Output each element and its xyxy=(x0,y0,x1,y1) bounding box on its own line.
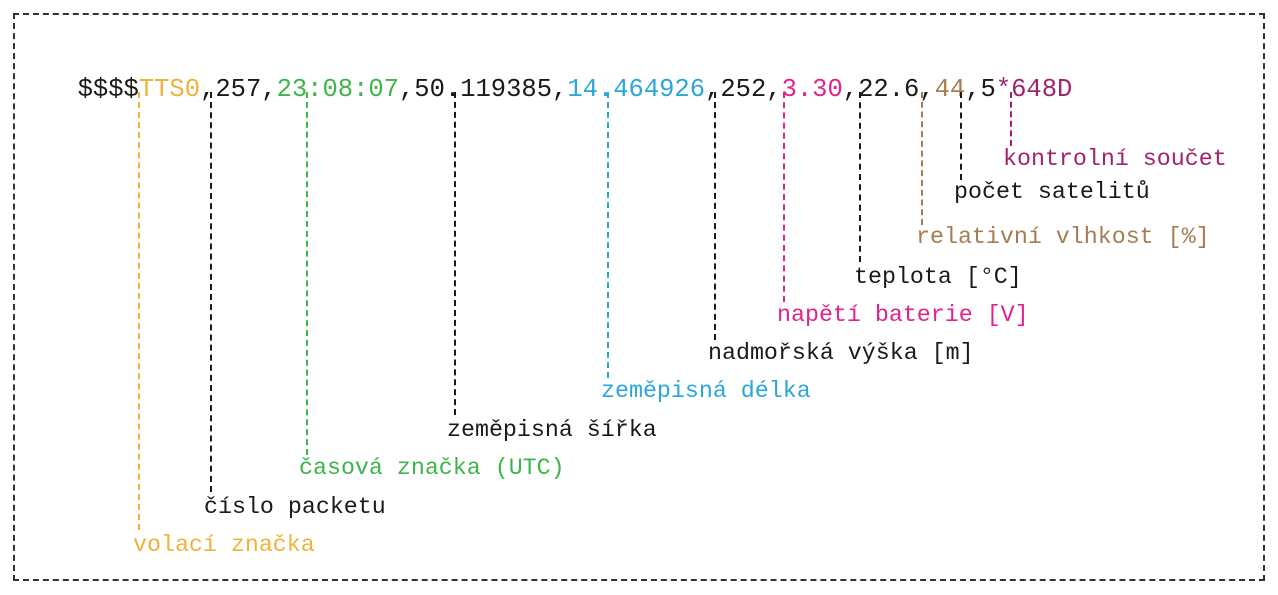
leader-line-altitude xyxy=(714,92,716,340)
label-callsign: volací značka xyxy=(133,532,315,558)
label-latitude: zeměpisná šířka xyxy=(447,417,657,443)
leader-line-timestamp xyxy=(306,92,308,455)
leader-line-longitude xyxy=(607,92,609,378)
packet-checksum: *648D xyxy=(995,75,1073,104)
label-packet-number: číslo packetu xyxy=(204,494,386,520)
leader-line-battery-voltage xyxy=(783,92,785,302)
label-satellites: počet satelitů xyxy=(954,179,1150,205)
label-longitude: zeměpisná délka xyxy=(601,378,811,404)
label-temperature: teplota [°C] xyxy=(854,264,1022,290)
packet-voltage: 3.30 xyxy=(781,75,843,104)
packet-time: 23:08:07 xyxy=(276,75,399,104)
leader-line-checksum xyxy=(1010,92,1012,146)
leader-line-satellites xyxy=(960,92,962,180)
packet-sep: ,252, xyxy=(705,75,782,104)
packet-sep: ,5 xyxy=(965,75,996,104)
label-checksum: kontrolní součet xyxy=(1003,146,1227,172)
packet-prefix: $$$$ xyxy=(77,75,139,104)
packet-longitude: 14.464926 xyxy=(567,75,706,104)
packet-sep: ,257, xyxy=(200,75,277,104)
leader-line-humidity xyxy=(921,92,923,225)
leader-line-temperature xyxy=(859,92,861,262)
leader-line-packet-number xyxy=(210,92,212,492)
packet-string: $$$$TTS0,257,23:08:07,50.119385,14.46492… xyxy=(47,42,1073,106)
label-altitude: nadmořská výška [m] xyxy=(708,340,974,366)
label-humidity: relativní vlhkost [%] xyxy=(916,224,1210,250)
label-battery-voltage: napětí baterie [V] xyxy=(777,302,1029,328)
leader-line-callsign xyxy=(138,92,140,530)
leader-line-latitude xyxy=(454,92,456,415)
diagram-frame xyxy=(13,13,1265,581)
label-timestamp: časová značka (UTC) xyxy=(299,455,565,481)
packet-sep: ,50.119385, xyxy=(398,75,568,104)
packet-sep: ,22.6, xyxy=(842,75,935,104)
packet-callsign: TTS0 xyxy=(138,75,201,104)
